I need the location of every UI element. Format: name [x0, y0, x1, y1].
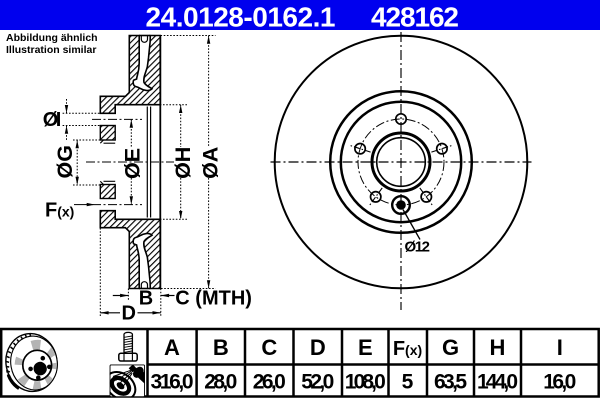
- svg-text:16,0: 16,0: [543, 371, 576, 394]
- svg-text:ØA: ØA: [199, 147, 223, 179]
- svg-text:B: B: [213, 335, 229, 360]
- svg-text:H: H: [490, 335, 506, 360]
- svg-text:63,5: 63,5: [434, 371, 467, 394]
- svg-text:ØE: ØE: [120, 148, 144, 179]
- svg-text:I: I: [557, 335, 563, 360]
- svg-text:D: D: [310, 335, 326, 360]
- svg-text:ØH: ØH: [171, 147, 195, 179]
- svg-text:F(x): F(x): [393, 338, 422, 360]
- svg-text:F(x): F(x): [45, 200, 74, 222]
- svg-text:D: D: [121, 303, 135, 325]
- svg-text:G: G: [442, 335, 459, 360]
- svg-text:A: A: [164, 335, 180, 360]
- svg-text:ØG: ØG: [53, 145, 77, 178]
- svg-text:316,0: 316,0: [151, 371, 194, 394]
- svg-text:108,0: 108,0: [345, 371, 386, 394]
- svg-text:C: C: [261, 335, 277, 360]
- svg-text:5: 5: [402, 371, 414, 394]
- svg-text:B: B: [139, 288, 153, 310]
- svg-text:24.0128-0162.1: 24.0128-0162.1: [146, 2, 336, 33]
- svg-text:C (MTH): C (MTH): [175, 288, 252, 310]
- svg-text:Illustration similar: Illustration similar: [6, 44, 96, 56]
- svg-text:26,0: 26,0: [253, 371, 286, 394]
- svg-text:428162: 428162: [371, 2, 459, 33]
- svg-text:ØI: ØI: [43, 109, 62, 131]
- svg-text:E: E: [358, 335, 373, 360]
- svg-text:Abbildung ähnlich: Abbildung ähnlich: [6, 32, 98, 44]
- svg-text:52,0: 52,0: [301, 371, 334, 394]
- svg-text:144,0: 144,0: [477, 371, 518, 394]
- svg-text:28,0: 28,0: [204, 371, 237, 394]
- svg-text:Ø12: Ø12: [405, 239, 431, 256]
